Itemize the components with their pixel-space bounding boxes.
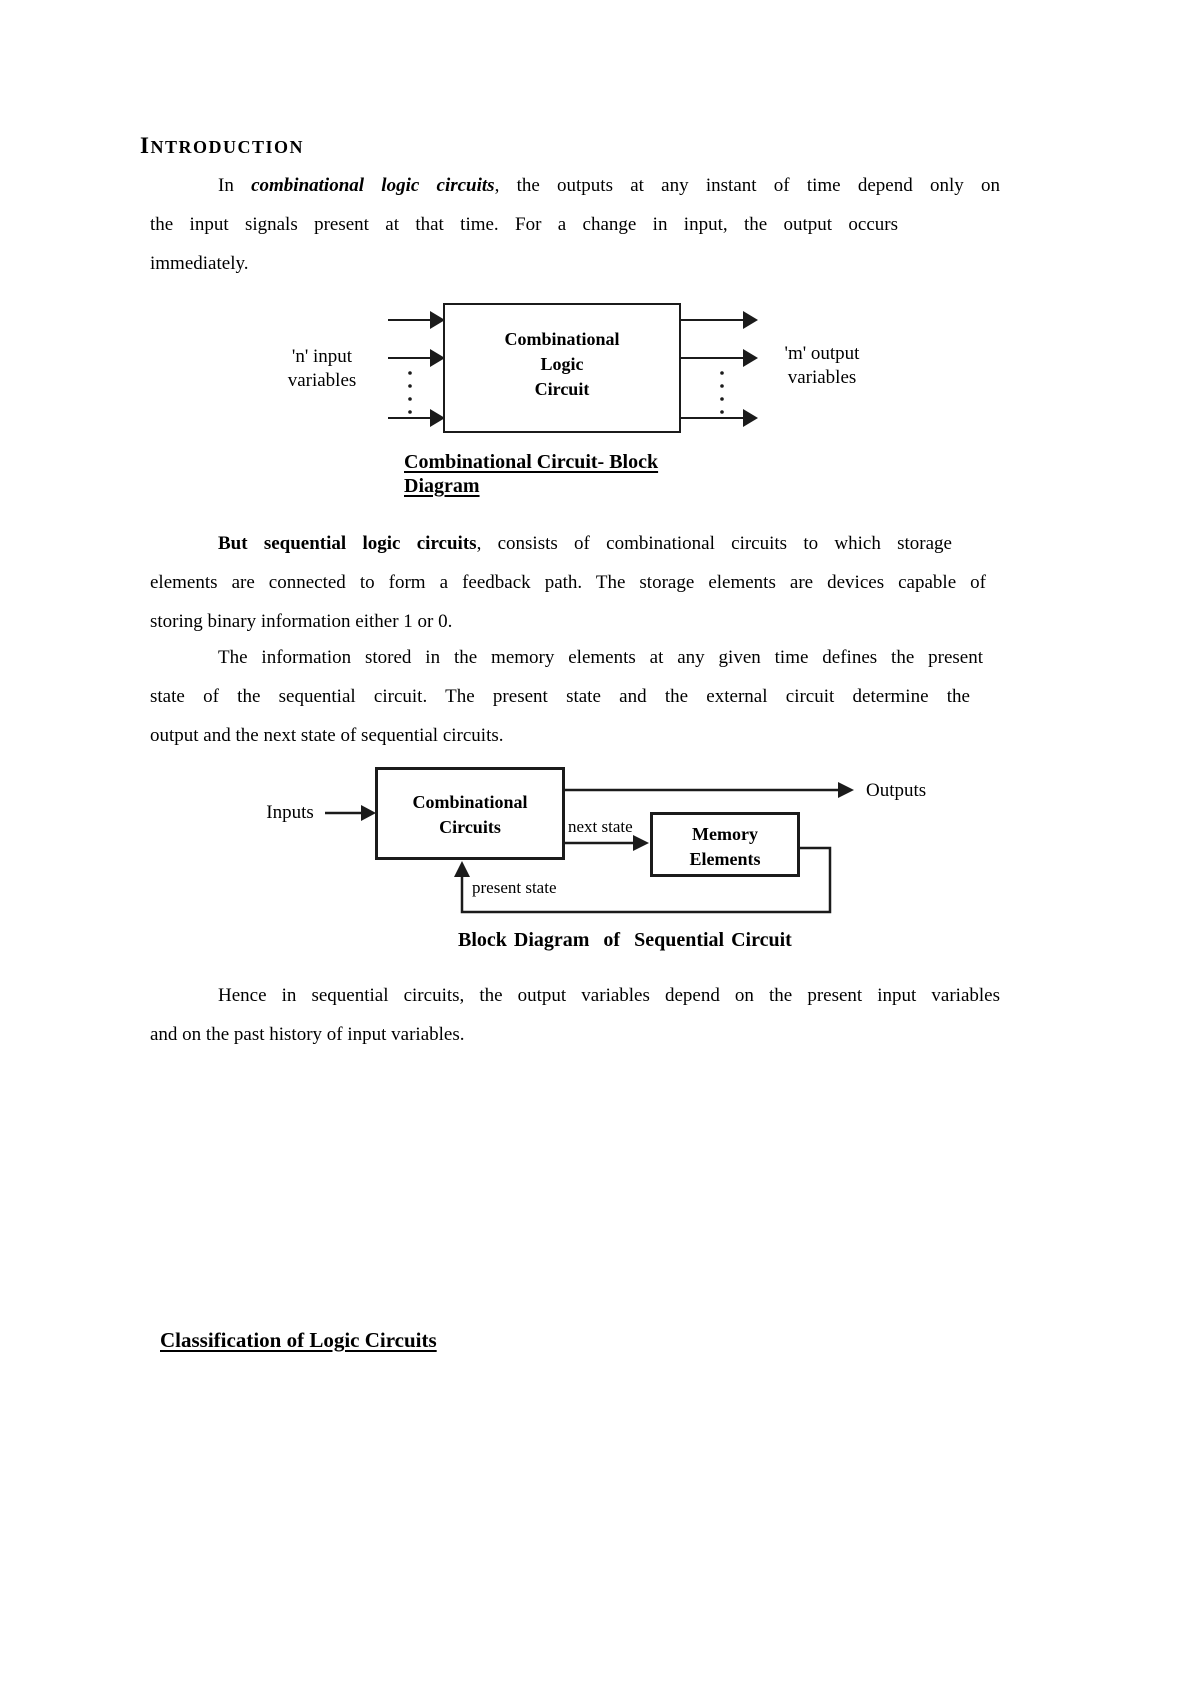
- paragraph-3: The information stored in the memory ele…: [150, 638, 1000, 755]
- caption-line: Combinational Circuit- Block: [404, 451, 659, 473]
- paragraph-1: In combinational logic circuits, the out…: [150, 166, 1000, 283]
- label-line: variables: [787, 367, 857, 388]
- para-line: But sequential logic circuits, consists …: [150, 524, 952, 563]
- label-line: variables: [287, 370, 357, 391]
- inputs-label: Inputs: [266, 802, 314, 823]
- para-line: output and the next state of sequential …: [150, 725, 504, 746]
- para-line: In combinational logic circuits, the out…: [150, 166, 1000, 205]
- box-label-line: Combinational: [412, 792, 528, 812]
- box-label-line: Logic: [540, 354, 584, 374]
- sequential-diagram: Inputs Combinational Circuits next state…: [0, 765, 1200, 925]
- para-line: Hence in sequential circuits, the output…: [218, 985, 1000, 1006]
- combinational-diagram: Combinational Logic Circuit 'n' input va…: [0, 295, 1200, 455]
- box-label-line: Circuit: [534, 379, 590, 399]
- para-text-emphasis: But sequential logic circuits: [218, 533, 477, 554]
- para-text-emphasis: combinational logic circuits: [251, 175, 495, 196]
- combinational-caption: Combinational Circuit- Block Diagram: [404, 450, 658, 498]
- diagram-arrows-svg: [388, 311, 758, 427]
- box-label-line: Elements: [689, 849, 761, 869]
- paragraph-2: But sequential logic circuits, consists …: [150, 524, 1000, 641]
- para-line: the input signals present at that time. …: [150, 214, 898, 235]
- para-text: , the outputs at any instant of time dep…: [494, 175, 1000, 196]
- m-output-label: 'm' output variables: [772, 342, 872, 390]
- para-text: In: [218, 175, 252, 196]
- next-state-label: next state: [568, 817, 633, 836]
- box-label-line: Circuits: [439, 817, 501, 837]
- paragraph-4: Hence in sequential circuits, the output…: [150, 976, 1000, 1054]
- box-label-line: Combinational: [504, 329, 620, 349]
- para-text: , consists of combinational circuits to …: [476, 533, 952, 554]
- intro-heading: INTRODUCTION: [140, 133, 304, 158]
- diagram-arrows-svg: [325, 782, 854, 914]
- caption-line: Diagram: [404, 475, 480, 497]
- present-state-label: present state: [472, 878, 557, 897]
- label-line: 'n' input: [291, 346, 353, 367]
- para-line: The information stored in the memory ele…: [218, 647, 983, 668]
- para-line: elements are connected to form a feedbac…: [150, 572, 986, 593]
- para-line: storing binary information either 1 or 0…: [150, 611, 453, 632]
- para-line: and on the past history of input variabl…: [150, 1024, 465, 1045]
- sequential-caption: Block Diagram of Sequential Circuit: [458, 929, 792, 951]
- outputs-label: Outputs: [866, 780, 927, 801]
- label-line: 'm' output: [784, 343, 860, 364]
- para-line: state of the sequential circuit. The pre…: [150, 686, 970, 707]
- box-label-line: Memory: [692, 824, 758, 844]
- classification-heading: Classification of Logic Circuits: [160, 1328, 437, 1352]
- combinational-logic-circuit-box: Combinational Logic Circuit: [443, 303, 681, 433]
- para-line: immediately.: [150, 253, 249, 274]
- combinational-circuits-box: Combinational Circuits: [375, 767, 565, 860]
- memory-elements-box: Memory Elements: [650, 812, 800, 877]
- n-input-label: 'n' input variables: [272, 345, 372, 393]
